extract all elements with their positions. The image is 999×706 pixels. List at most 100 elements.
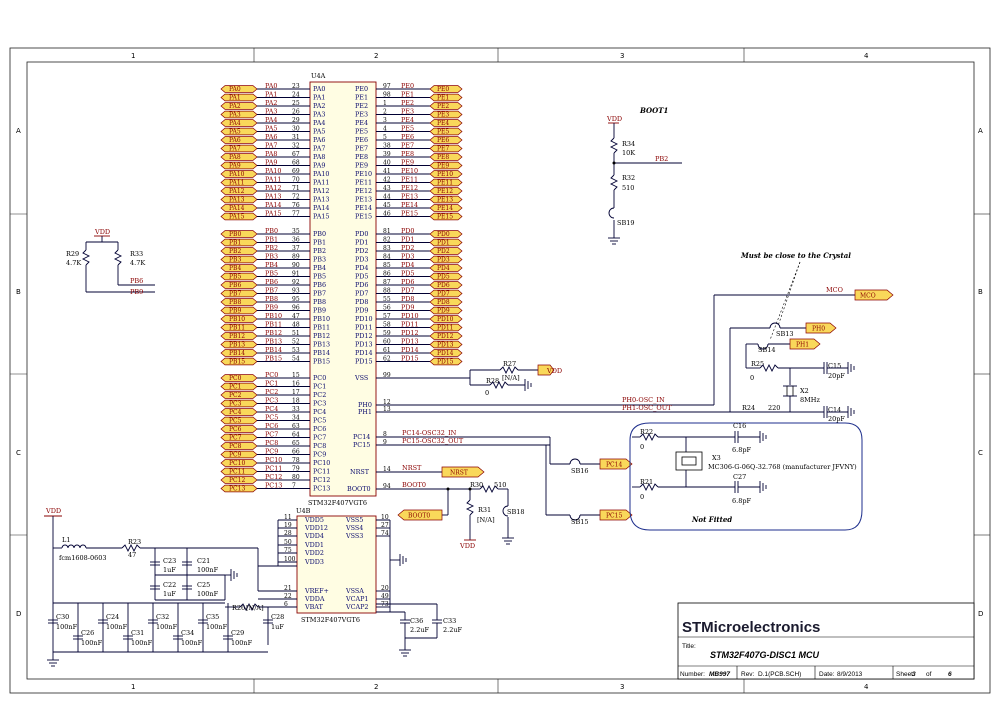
port-tag-label: PA1 xyxy=(229,95,241,102)
pin-number: 69 xyxy=(292,168,300,175)
net-label: PE9 xyxy=(401,159,414,167)
r21-value: 0 xyxy=(640,493,644,501)
net-label: PA13 xyxy=(265,193,281,201)
pin-number: 65 xyxy=(292,440,300,447)
port-tag-pb5 xyxy=(220,272,258,281)
col-ruler-top-2: 2 xyxy=(374,52,378,60)
port-tag-label: PD15 xyxy=(437,359,454,366)
vss-pin-network: R27 [N/A] VDD R28 0 xyxy=(376,360,562,397)
pin-name: PD0 xyxy=(355,230,369,238)
net-label: PE3 xyxy=(401,108,414,116)
title-block: STMicroelectronics Title: STM32F407G-DIS… xyxy=(677,602,975,680)
boot0-net: BOOT0 xyxy=(402,481,426,489)
c27-value: 6.8pF xyxy=(732,497,751,505)
c21-value: 100nF xyxy=(197,566,219,574)
port-tag-label: PC2 xyxy=(229,392,242,399)
port-tag-label: PD10 xyxy=(437,316,454,323)
net-label: PC12 xyxy=(265,473,282,481)
pin-name: VDD1 xyxy=(304,541,324,549)
net-label: PB0 xyxy=(265,227,278,235)
pin-number: 4 xyxy=(383,126,387,133)
pin-number: 47 xyxy=(292,313,300,320)
port-tag-label: PE5 xyxy=(437,129,449,136)
cap-value: 100nF xyxy=(56,623,78,631)
pin-name: PD1 xyxy=(355,239,369,247)
port-tag-pd15 xyxy=(429,357,463,366)
pin-name: PA12 xyxy=(313,187,329,195)
rev-label: Rev: xyxy=(741,671,755,678)
port-tag-label: PE1 xyxy=(437,95,449,102)
of-value: 6 xyxy=(948,671,952,678)
net-label: PD11 xyxy=(401,321,419,329)
pin-number: 80 xyxy=(292,474,300,481)
port-tag-label: PB0 xyxy=(229,231,241,238)
c14-ref: C14 xyxy=(828,406,841,414)
pin-number: 1 xyxy=(383,100,387,107)
pin-name: PA7 xyxy=(313,145,325,153)
sheet-outer-frame xyxy=(9,47,991,694)
net-label: PA11 xyxy=(265,176,281,184)
pin-name: PC15 xyxy=(353,441,370,449)
cap-value: 1uF xyxy=(271,623,284,631)
pb6-pb9-pullups: VDD R29 4.7K R33 4.7K PB6 PB9 xyxy=(66,228,155,296)
x3-value: MC306-G-06Q-32.768 (manufacturer JFVNY) xyxy=(708,463,857,471)
net-label: PD3 xyxy=(401,253,415,261)
port-tag-pd1 xyxy=(429,238,463,247)
pin-number: 5 xyxy=(383,134,387,141)
l1-ref: L1 xyxy=(62,536,70,544)
nrst-tag-label: NRST xyxy=(450,470,468,477)
pin-number: 17 xyxy=(292,389,300,396)
title-label: Title: xyxy=(682,643,696,650)
pin-name: VSS4 xyxy=(345,524,363,532)
pin-name: PE8 xyxy=(355,153,368,161)
port-tag-pc7 xyxy=(220,433,258,442)
x2-crystal xyxy=(786,385,794,397)
cap-value: 100nF xyxy=(106,623,128,631)
pin-number: 85 xyxy=(383,262,391,269)
net-label: PB1 xyxy=(265,236,278,244)
row-ruler-left-B: B xyxy=(16,288,21,296)
pin-name: PB13 xyxy=(313,341,330,349)
port-tag-label: PE8 xyxy=(437,154,449,161)
net-label: PD2 xyxy=(401,244,415,252)
r24-value: 220 xyxy=(768,404,780,412)
pin-name: PC6 xyxy=(313,425,326,433)
pin-name: PB14 xyxy=(313,349,330,357)
r34-resistor xyxy=(609,137,619,154)
sb15-jumper xyxy=(569,514,581,521)
net-label: PB6 xyxy=(265,278,278,286)
port-tag-pc6 xyxy=(220,425,258,433)
c22-value: 1uF xyxy=(163,590,176,598)
pin-name: PA15 xyxy=(313,213,329,221)
vdd-label-r31: VDD xyxy=(459,542,475,550)
port-tag-pa0 xyxy=(220,85,258,93)
pin-name: VBAT xyxy=(304,603,324,611)
pin-number: 90 xyxy=(292,262,300,269)
pin-name: PB7 xyxy=(313,290,326,298)
cap-ref: C24 xyxy=(106,613,119,621)
col-ruler-bottom-2: 2 xyxy=(374,683,378,691)
net-label: PC1 xyxy=(265,380,278,388)
pin-number: 92 xyxy=(292,279,300,286)
sb13-label: SB13 xyxy=(776,330,794,338)
port-tag-pa13 xyxy=(220,195,258,204)
ph1-tag-label: PH1 xyxy=(796,342,809,349)
r21-resistor xyxy=(639,482,659,492)
net-label: PB13 xyxy=(265,338,282,346)
pin-name: VSS5 xyxy=(345,516,363,524)
